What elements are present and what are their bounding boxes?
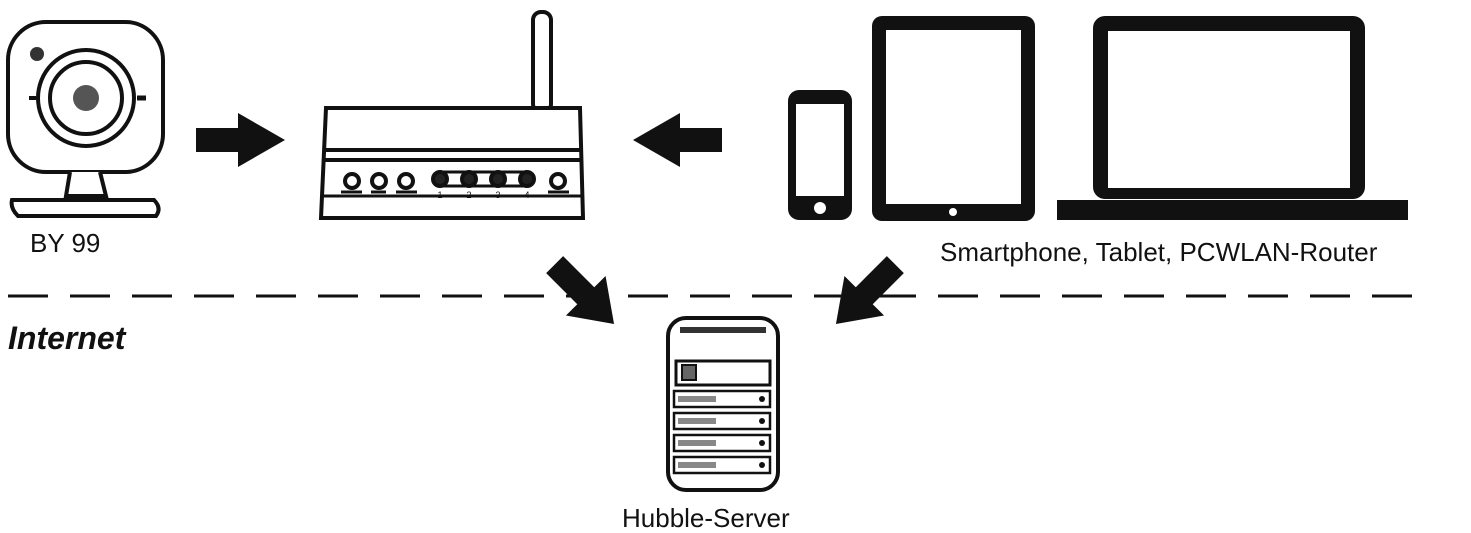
arrow-down-left-icon xyxy=(835,256,904,325)
wlan-router-icon xyxy=(318,10,586,220)
server-label: Hubble-Server xyxy=(622,503,790,533)
smartphone-icon xyxy=(788,90,852,220)
router-port-2: 2 xyxy=(466,190,471,200)
router-port-1: 1 xyxy=(437,190,442,200)
tablet-icon xyxy=(872,16,1035,221)
router-port-4: 4 xyxy=(524,190,529,200)
arrow-down-right-icon xyxy=(546,256,615,325)
camera-label: BY 99 xyxy=(30,228,101,258)
arrow-left-icon xyxy=(633,113,722,167)
arrow-right-icon xyxy=(196,113,285,167)
baby-camera-icon xyxy=(6,20,165,218)
router-port-3: 3 xyxy=(495,190,500,200)
laptop-icon xyxy=(1057,16,1408,220)
server-icon xyxy=(666,316,780,492)
devices-label: Smartphone, Tablet, PCWLAN-Router xyxy=(940,237,1378,267)
router-port-labels: 1 2 3 4 xyxy=(437,190,529,200)
internet-label: Internet xyxy=(8,320,126,356)
